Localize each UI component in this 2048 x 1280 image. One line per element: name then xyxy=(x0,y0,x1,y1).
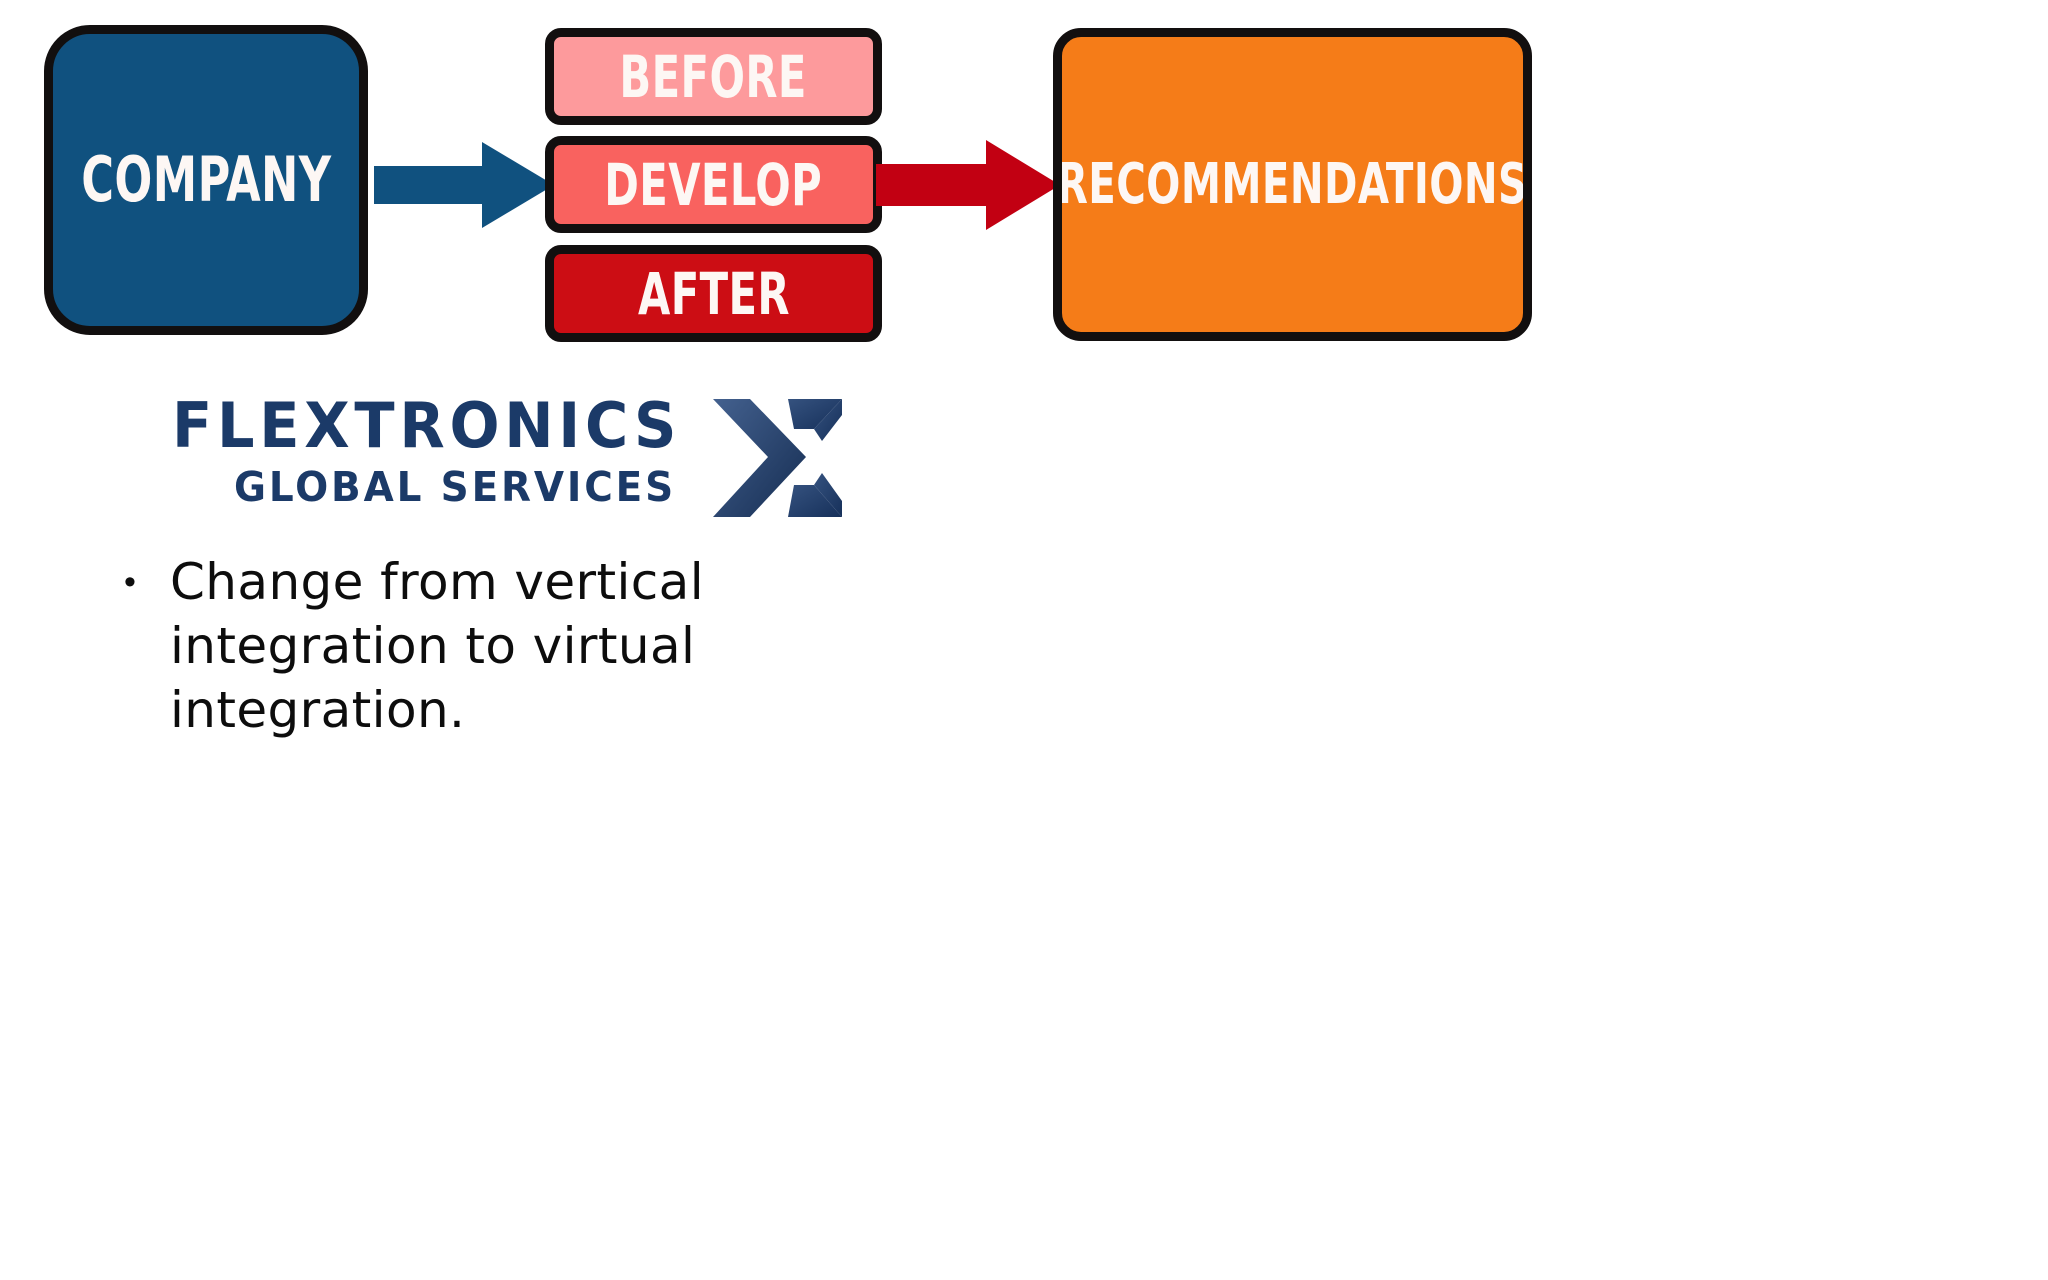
recommendations-label: RECOMMENDATIONS xyxy=(1057,151,1528,217)
before-label: BEFORE xyxy=(619,42,808,111)
bullet-list: • Change from vertical integration to vi… xyxy=(118,550,858,742)
logo-wordmark: FLEXTRONICS GLOBAL SERVICES xyxy=(172,395,712,508)
flow-node-recommendations[interactable]: RECOMMENDATIONS xyxy=(1053,28,1532,341)
bullet-marker: • xyxy=(124,563,136,601)
after-label: AFTER xyxy=(637,259,790,328)
flow-node-after[interactable]: AFTER xyxy=(545,245,882,342)
bullet-text: Change from vertical integration to virt… xyxy=(170,553,705,739)
flow-node-company[interactable]: COMPANY xyxy=(44,25,368,335)
logo-secondary-text: GLOBAL SERVICES xyxy=(234,463,677,511)
list-item: • Change from vertical integration to vi… xyxy=(118,550,858,742)
logo-x-mark-icon xyxy=(710,397,845,519)
flextronics-logo: FLEXTRONICS GLOBAL SERVICES xyxy=(172,395,852,525)
company-label: COMPANY xyxy=(80,143,332,216)
arrow-right-icon xyxy=(876,140,1060,230)
develop-label: DEVELOP xyxy=(604,150,823,219)
flow-node-develop[interactable]: DEVELOP xyxy=(545,136,882,233)
arrow-right-icon xyxy=(374,142,554,228)
flow-node-before[interactable]: BEFORE xyxy=(545,28,882,125)
arrow-develop-to-recommendations xyxy=(876,138,1060,232)
logo-primary-text: FLEXTRONICS xyxy=(172,389,682,462)
x-chevron-icon xyxy=(713,399,842,517)
arrow-company-to-develop xyxy=(374,138,554,232)
